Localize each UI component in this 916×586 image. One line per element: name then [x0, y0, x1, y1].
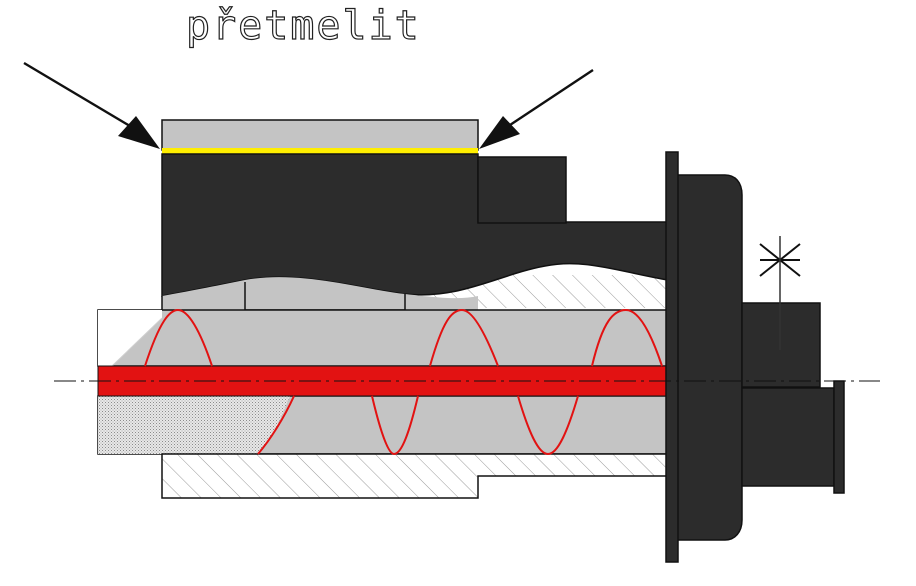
arrow-right-icon [479, 68, 594, 149]
outlet-flange [833, 380, 845, 494]
arrow-left-icon [23, 61, 160, 149]
screw-flight-upper [144, 308, 663, 367]
right-housing [669, 174, 743, 541]
barrel-upper-white-edge [111, 317, 163, 367]
dark-main-block [161, 153, 669, 297]
upper-step-block [477, 156, 567, 224]
top-cap [161, 119, 479, 151]
screw-flight-lower [257, 395, 579, 456]
outlet-box [741, 387, 835, 487]
wave-fill-right [405, 294, 478, 310]
wave-fill-left [162, 280, 245, 310]
flange-plate [665, 151, 679, 563]
cross-marker-icon [759, 236, 801, 350]
lower-hatch [161, 453, 669, 499]
barrel-upper [97, 309, 669, 367]
motor-box [741, 302, 821, 388]
barrel-lower-dotted [98, 396, 290, 454]
barrel-upper-white [98, 310, 162, 366]
wave-fill-mid [245, 277, 405, 310]
annotation-label: přetmelit [185, 3, 421, 49]
